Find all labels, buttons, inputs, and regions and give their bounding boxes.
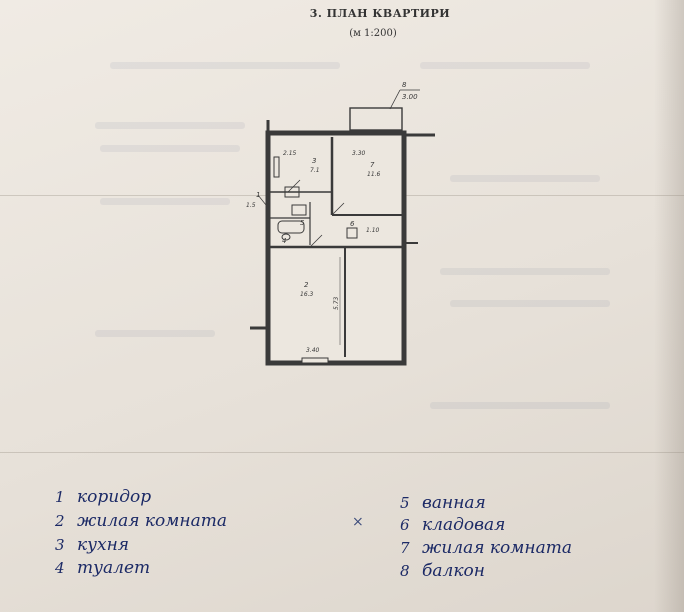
toilet-icon [281,233,291,241]
paper-edge-shadow [654,0,684,612]
legend-item: 7 жилая комната [400,538,572,558]
room-number-storage: 6 [350,220,355,228]
legend-number: 6 [400,516,410,534]
legend-item: 4 туалет [55,558,150,578]
legend-label: балкон [422,561,485,581]
balcony-outline [349,107,403,131]
legend-number: 7 [400,539,410,557]
legend-item: 8 балкон [400,561,485,581]
bleed-through-text [420,62,590,69]
floor-plan: 8 3.00 3.30 2.15 3 7.1 7 11.6 1 1.5 5 4 … [246,81,435,366]
room-number-toilet: 4 [282,237,286,245]
legend-item: 2 жилая комната [55,511,227,531]
legend-label: кладовая [422,515,506,535]
hall-depth-dimension: 1.5 [246,202,256,209]
pencil-mark: × [352,514,364,530]
door-swing [309,234,323,248]
storage-icon [346,227,358,239]
legend-label: кухня [77,535,130,555]
legend-label: коридор [77,487,152,507]
scale-label: (м 1:200) [349,28,397,39]
door-swing [331,202,345,216]
stove-icon [284,186,300,198]
room-number-balcony: 8 [402,81,407,89]
room-number-big-room: 2 [304,281,309,289]
storage-width-dimension: 1.10 [366,227,380,234]
kitchen-width-dimension: 2.15 [283,150,297,157]
legend-number: 4 [55,559,65,577]
window [301,357,329,364]
legend-item: 6 кладовая [400,515,505,535]
door-swing [287,179,301,193]
bleed-through-text [440,268,610,275]
legend-label: жилая комната [422,538,572,558]
balcony-dimension: 3.00 [402,93,418,101]
bleed-through-text [450,300,610,307]
legend-item: 5 ванная [400,493,486,513]
legend-number: 8 [400,562,410,580]
bleed-through-text [430,402,610,409]
legend-number: 2 [55,512,65,530]
room-area: 11.6 [367,171,381,178]
window [273,156,280,178]
legend-number: 1 [55,488,65,506]
bleed-through-text [450,175,600,182]
legend-number: 3 [55,536,65,554]
paper-fold-line [0,452,684,453]
dimension-leader [257,194,267,206]
big-room-area: 16.3 [300,291,314,298]
bleed-through-text [95,330,215,337]
big-room-length-dimension: 5.73 [333,296,340,310]
legend-label: ванная [422,493,486,513]
sink-icon [291,204,307,216]
bleed-through-text [95,122,245,129]
room-width-dimension: 3.30 [352,150,366,157]
legend-label: жилая комната [77,511,227,531]
legend-label: туалет [77,558,151,578]
balcony-leader-line [389,89,401,110]
room-number-bathroom: 5 [300,219,305,227]
legend-number: 5 [400,494,410,512]
document-title: 3. ПЛАН КВАРТИРИ [309,7,451,20]
bleed-through-text [100,145,240,152]
bathtub-icon [277,220,305,234]
big-room-width-dimension: 3.40 [306,347,320,354]
room-number-kitchen: 3 [312,157,316,165]
room-number-corridor: 1 [256,191,260,199]
kitchen-area: 7.1 [310,167,320,174]
room-number-room: 7 [370,161,375,169]
legend-item: 1 коридор [55,487,151,507]
bleed-through-text [100,198,230,205]
legend-item: 3 кухня [55,535,129,555]
bleed-through-text [110,62,340,69]
